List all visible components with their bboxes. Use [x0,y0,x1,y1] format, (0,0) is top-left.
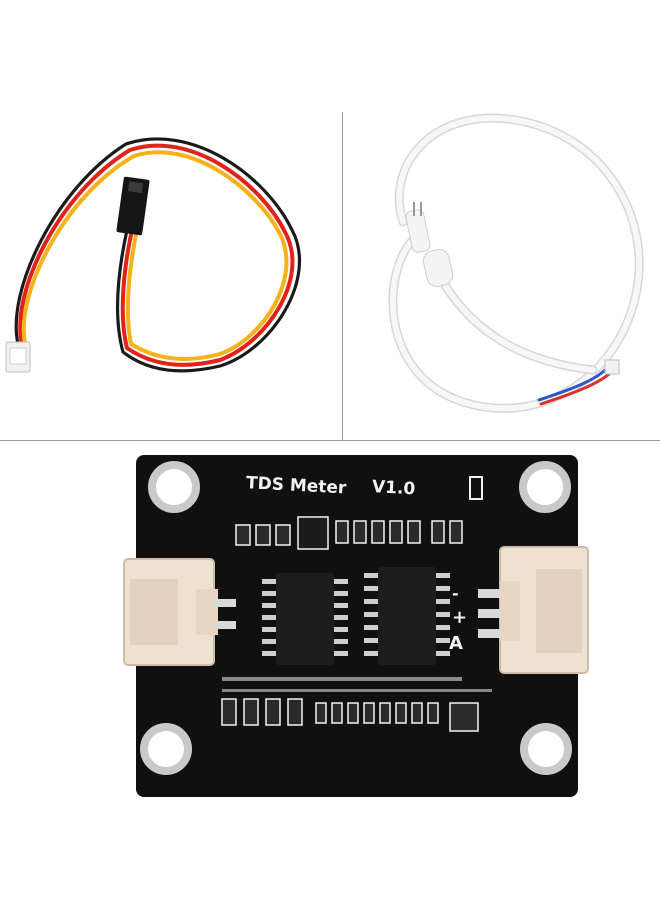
panel-divider-horizontal [0,440,660,441]
board-version-label: V1.0 [372,477,416,499]
pin-plus-label: + [452,607,467,628]
tds-board-image: TDS Meter V1.0 - + A [123,455,589,797]
probe-connector-icon [604,359,620,375]
right-jst-connector-icon [499,546,589,674]
jumper-cable-image [5,137,302,373]
jst-connector-icon [5,341,31,373]
left-jst-connector-icon [123,558,218,666]
panel-divider-vertical [342,112,343,440]
ic-chip-icon [276,567,436,665]
pin-minus-label: - [452,584,459,603]
dupont-header-icon [116,176,150,236]
probe-body-icon [405,202,454,287]
pin-a-label: A [449,633,463,654]
probe-cable-image [388,113,644,413]
